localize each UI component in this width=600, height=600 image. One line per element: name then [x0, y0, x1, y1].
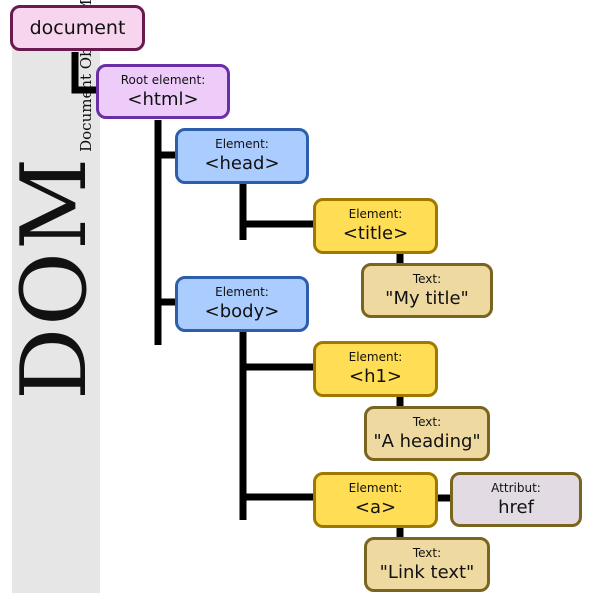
- node-title-text-label: "My title": [385, 287, 469, 309]
- node-title-text-kind: Text:: [412, 271, 442, 286]
- node-document-label: document: [29, 17, 126, 39]
- node-document: document: [10, 5, 145, 51]
- node-title-text: Text: "My title": [361, 263, 493, 318]
- connector-document-html: [71, 52, 97, 94]
- node-head-kind: Element:: [215, 137, 269, 151]
- node-title-kind: Element:: [348, 207, 403, 221]
- dom-sidebar: [12, 40, 100, 593]
- node-a-text-kind: Text:: [412, 545, 442, 560]
- node-body: Element: <body>: [175, 276, 309, 332]
- node-html: Root element: <html>: [96, 64, 230, 119]
- node-title: Element: <title>: [313, 198, 438, 254]
- node-a-attribute-kind: Attribut:: [491, 480, 541, 495]
- node-head: Element: <head>: [175, 128, 309, 184]
- node-html-kind: Root element:: [120, 72, 206, 87]
- node-h1-text: Text: "A heading": [364, 406, 490, 461]
- node-title-label: <title>: [342, 223, 409, 244]
- node-html-label: <html>: [127, 88, 199, 110]
- node-body-kind: Element:: [215, 285, 269, 299]
- node-h1-kind: Element:: [348, 350, 403, 364]
- node-a: Element: <a>: [313, 472, 438, 528]
- node-h1-label: <h1>: [348, 366, 403, 387]
- node-a-attribute-label: href: [498, 496, 534, 518]
- node-h1: Element: <h1>: [313, 341, 438, 397]
- node-head-label: <head>: [204, 153, 280, 174]
- node-a-text: Text: "Link text": [364, 537, 490, 592]
- node-h1-text-label: "A heading": [373, 430, 481, 452]
- node-body-label: <body>: [204, 301, 280, 322]
- node-a-attribute: Attribut: href: [450, 472, 582, 527]
- node-a-label: <a>: [354, 497, 397, 518]
- node-a-kind: Element:: [348, 481, 403, 495]
- node-a-text-label: "Link text": [379, 561, 475, 583]
- node-h1-text-kind: Text:: [412, 414, 442, 429]
